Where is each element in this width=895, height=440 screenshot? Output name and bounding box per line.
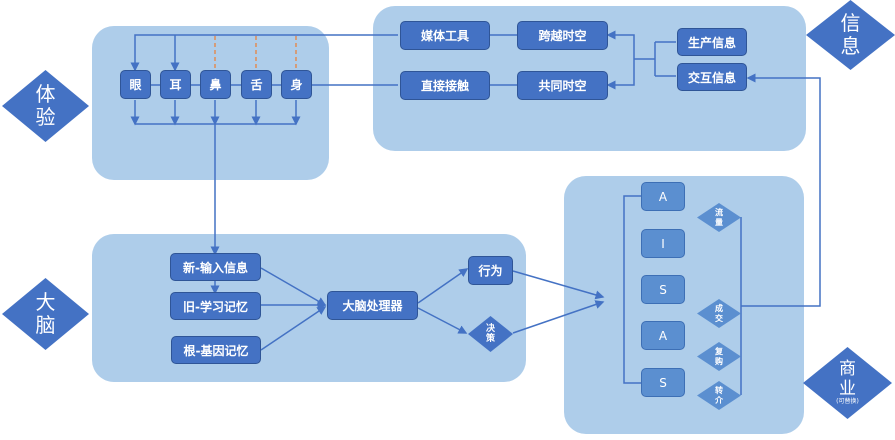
brain-processor-box: 大脑处理器 — [327, 291, 418, 320]
old-memory-box: 旧-学习记忆 — [170, 292, 261, 320]
root-memory-box: 根-基因记忆 — [171, 336, 261, 364]
stage-referral: 转 介 — [697, 381, 741, 410]
decision-diamond: 决 策 — [468, 316, 513, 352]
aisas-share: S — [641, 368, 685, 397]
direct-contact-box: 直接接触 — [400, 71, 490, 100]
produced-info-box: 生产信息 — [677, 28, 747, 56]
behavior-box: 行为 — [468, 256, 513, 285]
cross-spacetime-box: 跨越时空 — [517, 21, 608, 50]
sense-nose: 鼻 — [200, 70, 231, 99]
category-info: 信 息 — [806, 0, 895, 70]
sense-eye: 眼 — [120, 70, 151, 99]
interactive-info-box: 交互信息 — [677, 63, 747, 91]
aisas-action: A — [641, 321, 685, 350]
sense-body: 身 — [281, 70, 312, 99]
stage-repurchase: 复 购 — [697, 342, 741, 371]
stage-traffic: 流 量 — [697, 203, 741, 232]
business-note: (可替换) — [836, 398, 859, 406]
business-label: 商 业 — [839, 359, 856, 399]
sense-tongue: 舌 — [241, 70, 272, 99]
decision-label: 决 策 — [485, 323, 495, 344]
stage-deal: 成 交 — [697, 299, 741, 328]
new-input-box: 新-输入信息 — [170, 253, 261, 281]
media-tools-box: 媒体工具 — [400, 21, 490, 50]
aisas-attention: A — [641, 182, 685, 211]
sense-ear: 耳 — [160, 70, 191, 99]
aisas-search: S — [641, 275, 685, 304]
brain-panel — [92, 234, 526, 382]
category-business: 商 业 (可替换) — [803, 347, 892, 419]
experience-panel — [92, 26, 329, 180]
category-experience: 体 验 — [2, 70, 89, 142]
aisas-interest: I — [641, 229, 685, 258]
shared-spacetime-box: 共同时空 — [517, 71, 608, 100]
business-panel — [564, 176, 804, 434]
category-brain: 大 脑 — [2, 278, 89, 350]
